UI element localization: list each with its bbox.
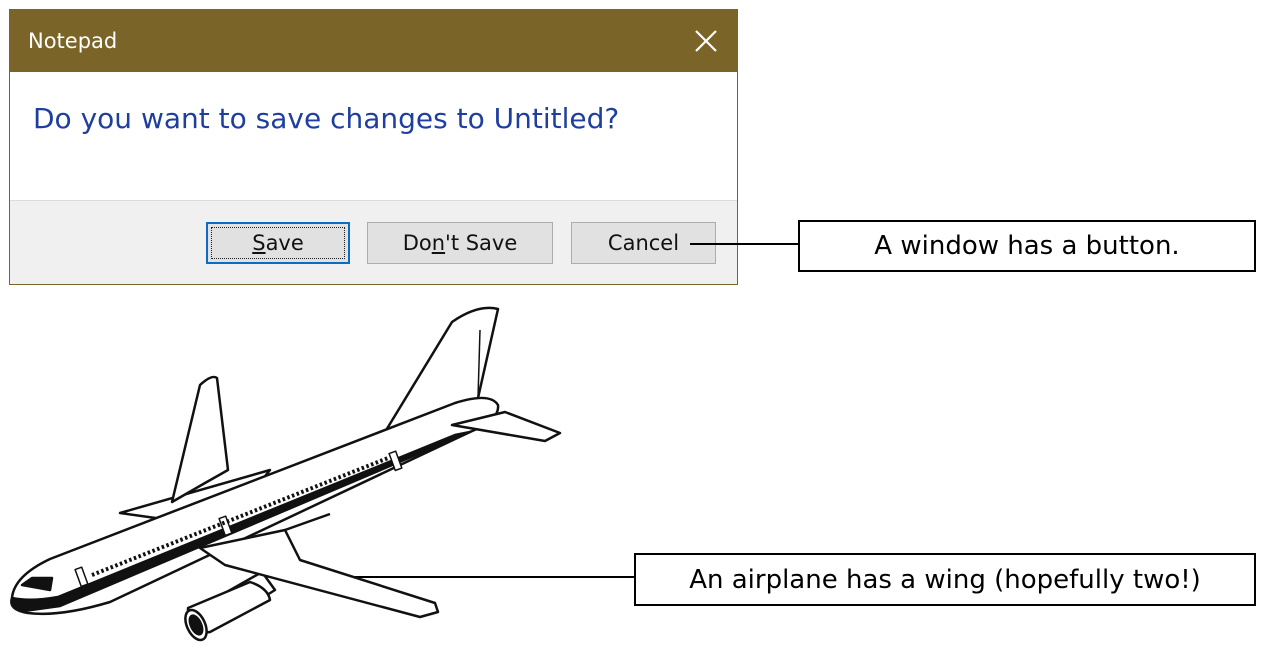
save-button[interactable]: Save [206,222,350,264]
dont-save-label: Don't Save [402,231,518,255]
airplane-callout: An airplane has a wing (hopefully two!) [634,553,1256,606]
window-callout: A window has a button. [798,220,1256,272]
airplane-illustration [10,306,562,642]
close-button[interactable] [675,10,737,72]
dialog-message: Do you want to save changes to Untitled? [33,102,620,135]
dialog-footer: Save Don't Save Cancel [10,200,737,284]
cancel-label: Cancel [607,231,680,255]
notepad-dialog: Notepad Do you want to save changes to U… [9,9,738,285]
close-icon [695,30,717,52]
title-bar[interactable]: Notepad [10,10,737,72]
dont-save-button[interactable]: Don't Save [367,222,553,264]
window-title: Notepad [28,29,118,53]
